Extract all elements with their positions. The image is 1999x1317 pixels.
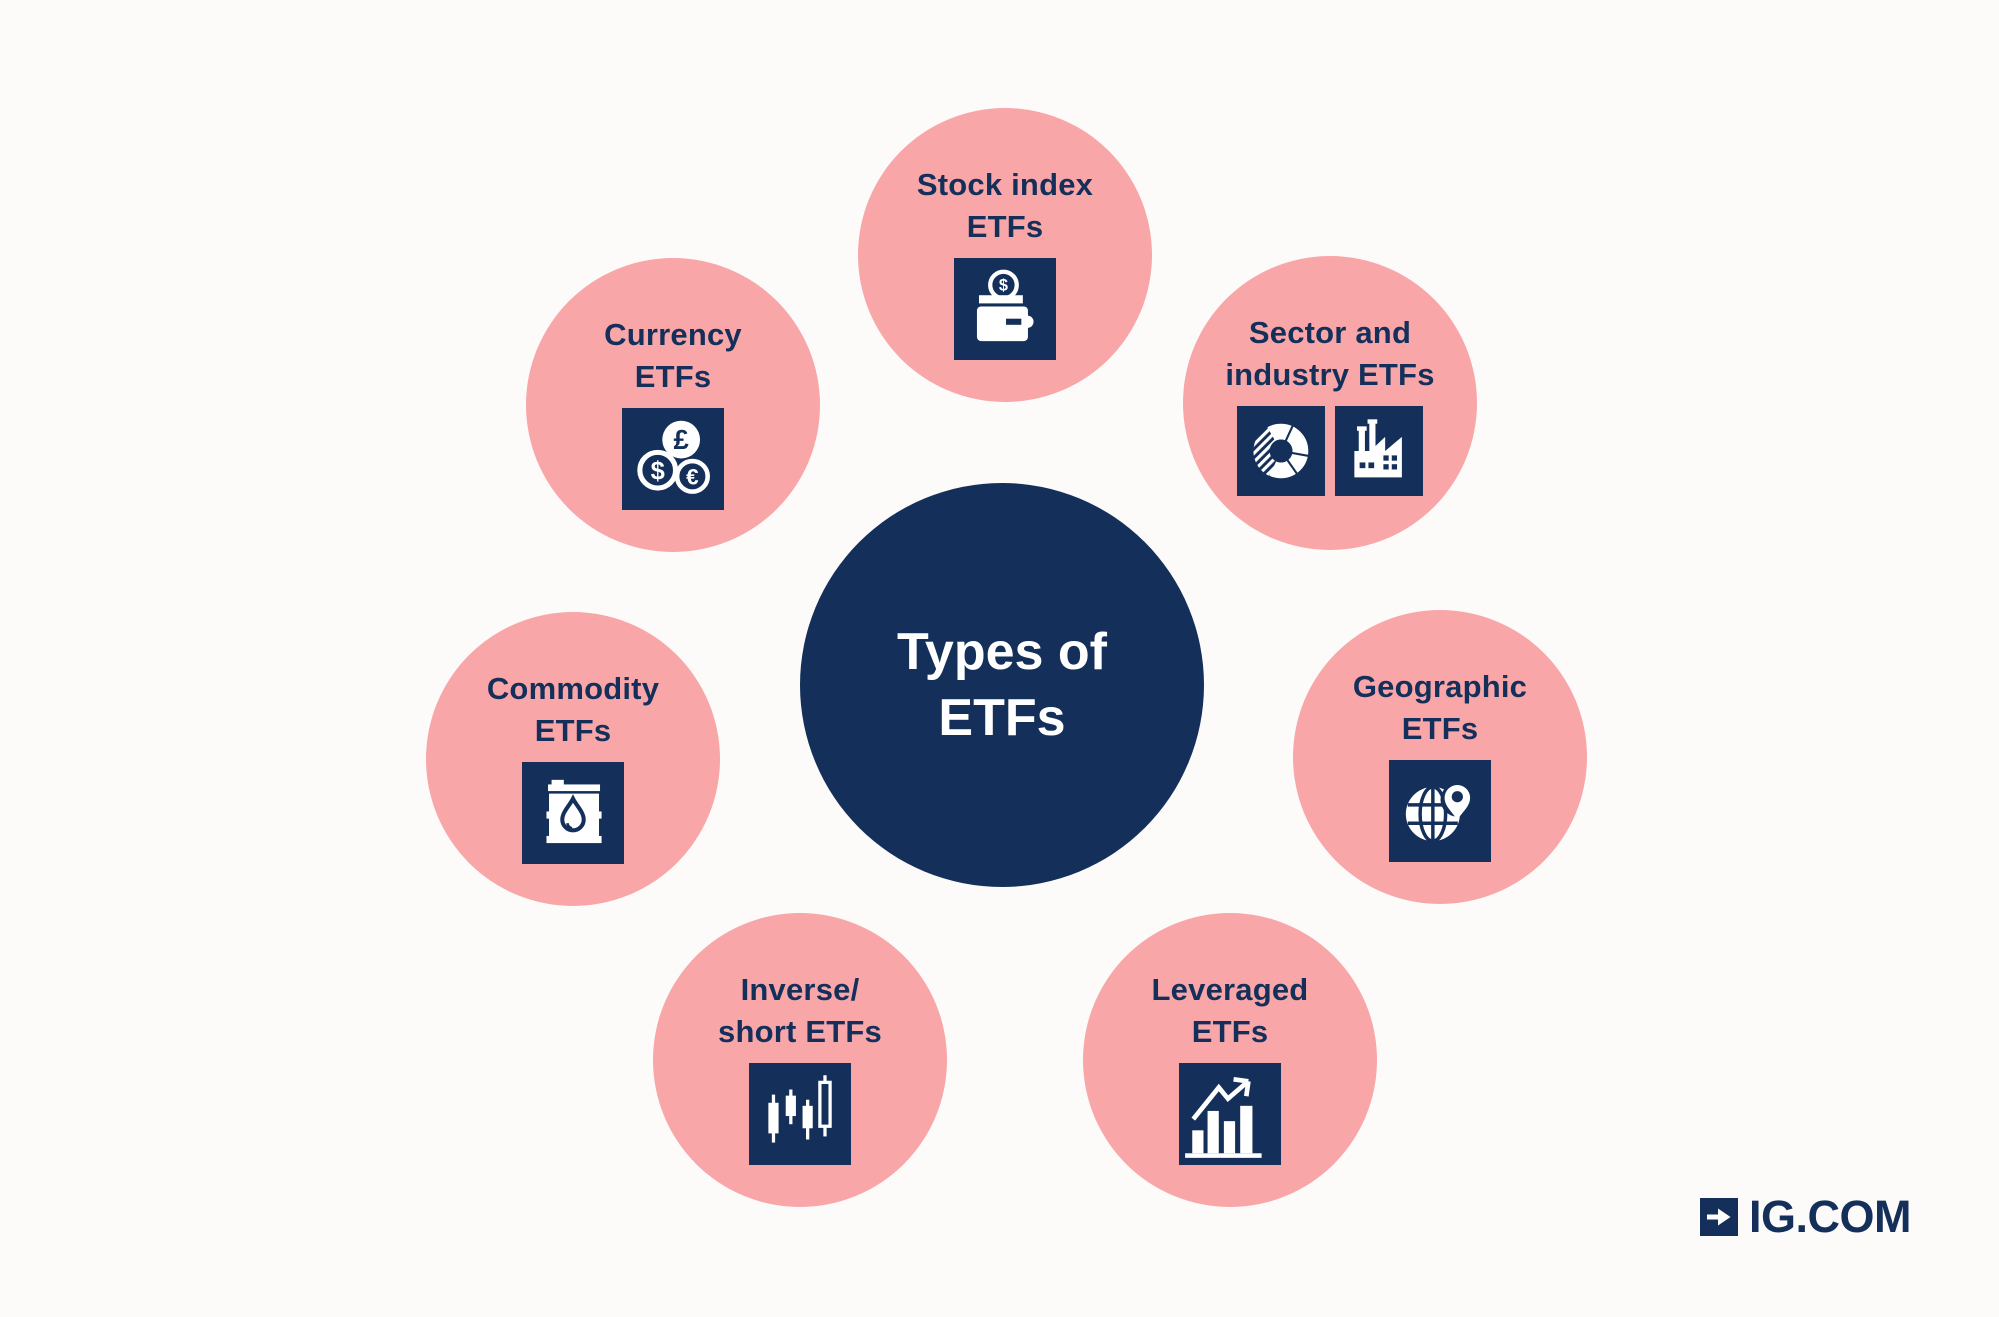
- oil-barrel-icon: [522, 762, 624, 864]
- commodity-icons: [522, 762, 624, 864]
- pound-symbol: £: [674, 424, 690, 455]
- currency-label-line1: Currency: [604, 317, 742, 352]
- geographic-icons: [1389, 760, 1491, 862]
- currency-label: Currency ETFs: [604, 314, 742, 398]
- diagram-title-line2: ETFs: [938, 689, 1066, 747]
- euro-symbol: €: [686, 465, 699, 490]
- leveraged-icons: [1179, 1063, 1281, 1165]
- inverse-short-label-line1: Inverse/: [740, 972, 860, 1007]
- etf-circle-currency: Currency ETFs £ $ €: [526, 258, 820, 552]
- currency-icons: £ $ €: [622, 408, 724, 510]
- stock-index-label-line2: ETFs: [966, 209, 1044, 244]
- diagram-title-line1: Types of: [897, 623, 1107, 681]
- globe-pin-icon: [1389, 760, 1491, 862]
- factory-icon: [1335, 406, 1423, 496]
- donut-chart-icon: [1237, 406, 1325, 496]
- currency-label-line2: ETFs: [634, 359, 712, 394]
- etf-circle-inverse-short: Inverse/ short ETFs: [653, 913, 947, 1207]
- dollar-symbol: $: [651, 457, 665, 485]
- center-hub-circle: Types of ETFs: [800, 483, 1204, 887]
- geographic-label-line2: ETFs: [1401, 711, 1479, 746]
- leveraged-label-line2: ETFs: [1191, 1014, 1269, 1049]
- etf-circle-stock-index: Stock index ETFs $: [858, 108, 1152, 402]
- inverse-short-label: Inverse/ short ETFs: [718, 969, 882, 1053]
- ig-logo: IG.COM: [1700, 1191, 1912, 1242]
- ig-arrow-icon: [1700, 1197, 1738, 1236]
- inverse-short-icons: [749, 1063, 851, 1165]
- wallet-coin-symbol: $: [999, 277, 1008, 295]
- etf-circle-geographic: Geographic ETFs: [1293, 610, 1587, 904]
- wallet-coin-icon: $: [954, 258, 1056, 360]
- geographic-label-line1: Geographic: [1352, 669, 1528, 704]
- sector-industry-label-line1: Sector and: [1248, 315, 1412, 350]
- etf-circle-leveraged: Leveraged ETFs: [1083, 913, 1377, 1207]
- inverse-short-label-line2: short ETFs: [718, 1014, 882, 1049]
- sector-industry-label: Sector and industry ETFs: [1225, 312, 1434, 396]
- sector-industry-label-line2: industry ETFs: [1225, 357, 1435, 392]
- commodity-label: Commodity ETFs: [487, 668, 659, 752]
- stock-index-label: Stock index ETFs: [917, 164, 1093, 248]
- currency-coins-icon: £ $ €: [622, 408, 724, 510]
- geographic-label: Geographic ETFs: [1353, 666, 1527, 750]
- leveraged-label-line1: Leveraged: [1151, 972, 1309, 1007]
- etf-circle-sector-industry: Sector and industry ETFs: [1183, 256, 1477, 550]
- stock-index-label-line1: Stock index: [916, 167, 1094, 202]
- leveraged-label: Leveraged ETFs: [1152, 969, 1309, 1053]
- bar-chart-arrow-icon: [1179, 1063, 1281, 1165]
- commodity-label-line1: Commodity: [486, 671, 660, 706]
- commodity-label-line2: ETFs: [534, 713, 612, 748]
- diagram-title: Types of ETFs: [897, 619, 1107, 751]
- ig-logo-text: IG.COM: [1749, 1191, 1912, 1242]
- candlestick-chart-icon: [749, 1063, 851, 1165]
- stock-index-icons: $: [954, 258, 1056, 360]
- etf-circle-commodity: Commodity ETFs: [426, 612, 720, 906]
- sector-industry-icons: [1237, 406, 1423, 496]
